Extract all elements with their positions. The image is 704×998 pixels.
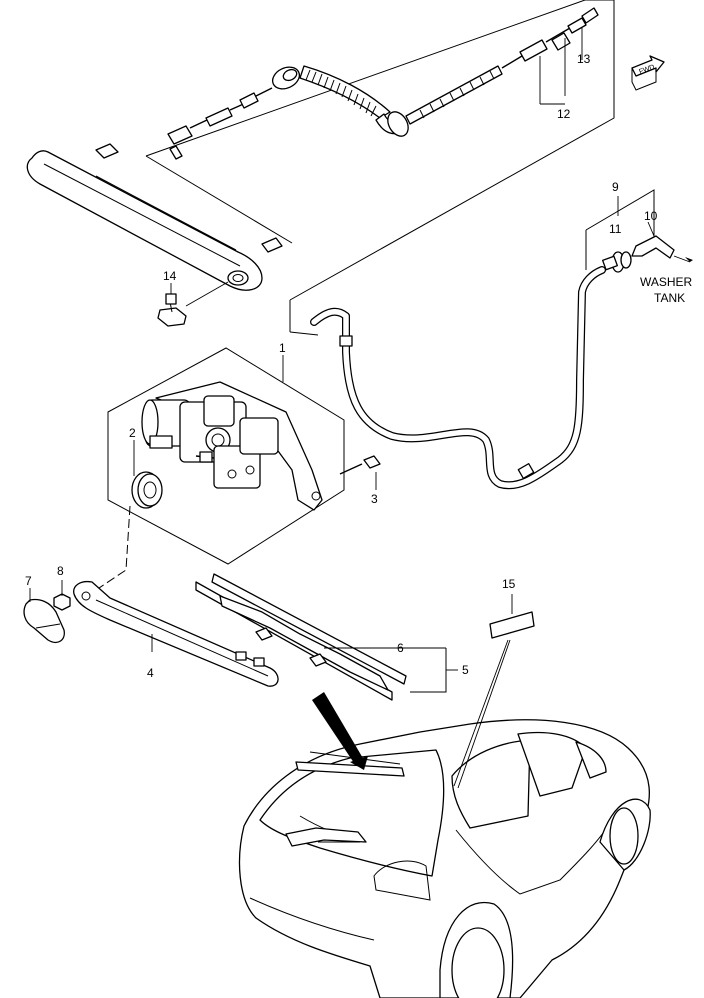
bellows-ribs bbox=[305, 69, 377, 117]
washer-tank-line2: TANK bbox=[654, 291, 685, 305]
washer-tank-note: WASHER TANK bbox=[640, 275, 693, 305]
callout-6: 6 bbox=[397, 641, 404, 655]
fwd-arrow-icon: FWD bbox=[631, 55, 665, 91]
part-4-wiper-arm bbox=[73, 580, 279, 687]
part-5-blade-assembly bbox=[195, 573, 407, 701]
part-10-hose bbox=[631, 235, 693, 263]
harness-box bbox=[145, 0, 615, 336]
callout-7: 7 bbox=[25, 574, 32, 588]
joint-box bbox=[585, 189, 655, 270]
callout-1: 1 bbox=[279, 341, 286, 355]
lamp-bar bbox=[26, 143, 283, 291]
car-pointers bbox=[312, 639, 511, 789]
wiring-harness bbox=[167, 7, 599, 160]
blade-callout-bracket bbox=[324, 647, 458, 693]
motor-arm-link bbox=[95, 505, 131, 591]
callout-labels: 1 2 3 4 5 6 7 8 9 10 11 12 13 14 15 bbox=[25, 52, 658, 680]
washer-tank-line1: WASHER bbox=[640, 275, 693, 289]
callout-4: 4 bbox=[147, 666, 154, 680]
callout-2: 2 bbox=[129, 426, 136, 440]
tube-ribs bbox=[419, 70, 495, 119]
callout-3: 3 bbox=[371, 492, 378, 506]
callout-8: 8 bbox=[57, 564, 64, 578]
callout-leaders bbox=[282, 28, 655, 382]
callout-13: 13 bbox=[577, 52, 591, 66]
part-11-joint bbox=[602, 251, 632, 273]
car-outline bbox=[238, 719, 651, 998]
callout-5: 5 bbox=[462, 663, 469, 677]
part-7-cap bbox=[23, 588, 65, 644]
callout-15: 15 bbox=[502, 577, 516, 591]
part-14-clip bbox=[157, 281, 229, 327]
motor-box bbox=[107, 347, 345, 565]
callout-11: 11 bbox=[609, 222, 622, 236]
part-2-grommet bbox=[131, 440, 163, 509]
callout-9: 9 bbox=[612, 180, 619, 194]
motor-assembly bbox=[141, 381, 323, 511]
callout-14: 14 bbox=[163, 269, 177, 283]
washer-hose bbox=[310, 266, 606, 490]
part-8-nut bbox=[53, 580, 71, 611]
part-15-label bbox=[489, 594, 535, 639]
part-3-bolt bbox=[339, 455, 381, 490]
callout-10: 10 bbox=[644, 209, 658, 223]
callout-12: 12 bbox=[557, 107, 571, 121]
